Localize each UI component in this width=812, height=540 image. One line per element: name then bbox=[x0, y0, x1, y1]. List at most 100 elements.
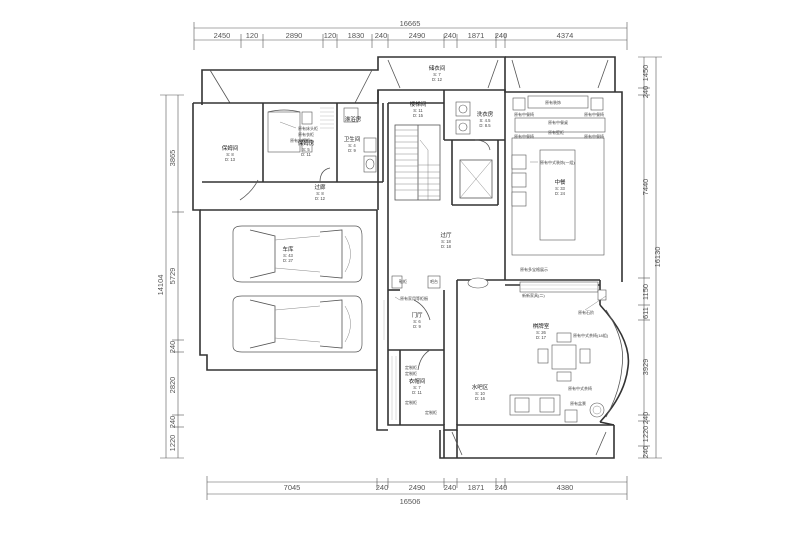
bottom-dimension-chain: 7045 240 2490 240 1871 240 4380 16506 bbox=[206, 476, 628, 506]
walls bbox=[192, 56, 630, 459]
annotation-label: 新新家具(二) bbox=[522, 292, 545, 298]
right-dimension: 1450 bbox=[641, 65, 650, 82]
room-perimeter: D: 8.5 bbox=[479, 123, 491, 128]
annotation-label: 原有床头柜 bbox=[298, 125, 318, 131]
annotation-label: 原有中式茶椅 bbox=[568, 385, 592, 391]
room-bathroom: 卫生间 S: 4 D: 9 bbox=[344, 135, 361, 153]
staircase bbox=[394, 124, 441, 201]
room-area: S: 5 bbox=[302, 147, 310, 152]
card-room-furniture bbox=[509, 281, 607, 423]
bottom-dimension: 1871 bbox=[468, 483, 485, 492]
room-area: S: 43 bbox=[283, 253, 293, 258]
room-area: S: 10 bbox=[475, 391, 485, 396]
top-total-dimension: 16665 bbox=[400, 19, 421, 28]
right-dimension: 240 bbox=[641, 446, 650, 459]
top-dimension-chain: 16665 2450 120 2890 120 1830 240 2490 24… bbox=[193, 19, 628, 50]
room-area: S: 26 bbox=[536, 330, 546, 335]
left-dimension: 240 bbox=[168, 341, 177, 354]
annotation-label: 鞋柜 bbox=[399, 278, 407, 284]
room-hallway: 过廊 S: 8 D: 12 bbox=[314, 183, 326, 201]
annotation-label: 原有石阶 bbox=[578, 309, 594, 315]
annotation-label: 定制柜 bbox=[405, 364, 417, 370]
room-perimeter: D: 12 bbox=[432, 77, 443, 82]
top-dimension: 240 bbox=[375, 31, 388, 40]
annotation-label: 原有中餐椅 bbox=[514, 133, 534, 139]
left-dimension: 1220 bbox=[168, 435, 177, 452]
bottom-dimension: 240 bbox=[376, 483, 389, 492]
room-area: S: 4 bbox=[348, 143, 356, 148]
room-laundry: 洗衣房 S: 4.5 D: 8.5 bbox=[477, 110, 494, 128]
room-perimeter: D: 9 bbox=[413, 324, 421, 329]
room-name: 保姆间 bbox=[222, 144, 239, 152]
room-perimeter: D: 11 bbox=[301, 152, 311, 157]
annotation-label: 定制柜 bbox=[405, 370, 417, 376]
right-dimension: 611 bbox=[641, 307, 650, 319]
left-total-dimension: 14104 bbox=[156, 275, 165, 296]
annotation-label: 原有衣柜 bbox=[298, 131, 314, 137]
room-name: 卫生间 bbox=[344, 135, 361, 143]
room-name: 储衣间 bbox=[429, 64, 446, 72]
dining-room-furniture bbox=[511, 95, 606, 256]
left-dimension: 2820 bbox=[168, 377, 177, 394]
right-dimension: 1150 bbox=[641, 284, 650, 300]
annotation-label: 原有中式装饰(一组) bbox=[540, 159, 575, 165]
room-area: S: 7 bbox=[433, 72, 441, 77]
room-maid-room: 保姆间 S: 8 D: 13 bbox=[222, 144, 239, 162]
room-area: S: 33 bbox=[555, 186, 565, 191]
top-dimension: 1830 bbox=[348, 31, 365, 40]
room-chinese-dining: 中餐 S: 33 D: 24 bbox=[554, 178, 566, 196]
annotation-label: 原有中餐椅 bbox=[584, 133, 604, 139]
room-water-bar: 水吧区 S: 10 D: 16 bbox=[472, 383, 489, 401]
annotation-label: 原有中餐桌 bbox=[548, 119, 568, 125]
room-perimeter: D: 11 bbox=[412, 390, 422, 395]
room-perimeter: D: 16 bbox=[475, 396, 486, 401]
room-name: 淋浴房 bbox=[345, 115, 362, 123]
corridor-furniture bbox=[391, 275, 489, 289]
room-shower: 淋浴房 bbox=[345, 115, 362, 123]
left-dimension-chain: 14104 3865 5729 240 2820 240 1220 bbox=[156, 94, 184, 459]
top-dimension: 240 bbox=[495, 31, 508, 40]
laundry-room-furniture bbox=[455, 101, 491, 151]
elevator bbox=[459, 159, 493, 199]
right-dimension: 3929 bbox=[641, 359, 650, 376]
annotation-label: 定制柜 bbox=[405, 399, 417, 405]
room-perimeter: D: 17 bbox=[536, 335, 547, 340]
top-dimension: 240 bbox=[444, 31, 457, 40]
room-name: 棋牌室 bbox=[533, 322, 550, 330]
top-dimension: 120 bbox=[324, 31, 337, 40]
top-dimension: 2890 bbox=[286, 31, 303, 40]
room-name: 车库 bbox=[282, 245, 294, 253]
annotation-label: 原有装饰 bbox=[545, 99, 561, 105]
left-dimension: 240 bbox=[168, 416, 177, 429]
room-name: 中餐 bbox=[554, 178, 566, 186]
annotation-label: 原有家用等柜橱 bbox=[400, 295, 428, 301]
room-name: 过厅 bbox=[440, 231, 452, 239]
left-dimension: 5729 bbox=[168, 268, 177, 285]
annotation-label: 吧台 bbox=[430, 278, 438, 284]
top-dimension: 2490 bbox=[409, 31, 426, 40]
right-dimension: 7440 bbox=[641, 179, 650, 196]
top-dimension: 4374 bbox=[557, 31, 574, 40]
room-garage: 车库 S: 43 D: 27 bbox=[282, 245, 294, 263]
annotation-label: 原有中餐椅 bbox=[584, 111, 604, 117]
car-1 bbox=[232, 225, 363, 283]
room-area: S: 8 bbox=[226, 152, 234, 157]
room-area: S: 4.5 bbox=[480, 118, 492, 123]
annotation-label: 原有盆景 bbox=[570, 400, 586, 406]
room-perimeter: D: 15 bbox=[413, 113, 424, 118]
room-name: 过廊 bbox=[314, 183, 326, 191]
annotation-label: 原有壁柜 bbox=[548, 129, 564, 135]
room-perimeter: D: 27 bbox=[283, 258, 294, 263]
room-perimeter: D: 9 bbox=[348, 148, 356, 153]
room-card-room: 棋牌室 S: 26 D: 17 bbox=[533, 322, 550, 340]
bottom-dimension: 2490 bbox=[409, 483, 426, 492]
room-hall: 过厅 S: 18 D: 18 bbox=[440, 231, 452, 249]
right-dimension: 240 bbox=[641, 86, 650, 99]
room-area: S: 18 bbox=[441, 239, 451, 244]
room-perimeter: D: 24 bbox=[555, 191, 566, 196]
room-area: S: 7 bbox=[413, 385, 421, 390]
room-labels: 储衣间 S: 7 D: 12 楼梯间 S: 11 D: 15 洗衣房 S: 4.… bbox=[222, 64, 566, 401]
room-area: S: 8 bbox=[316, 191, 324, 196]
right-dimension: 240 bbox=[641, 412, 650, 425]
